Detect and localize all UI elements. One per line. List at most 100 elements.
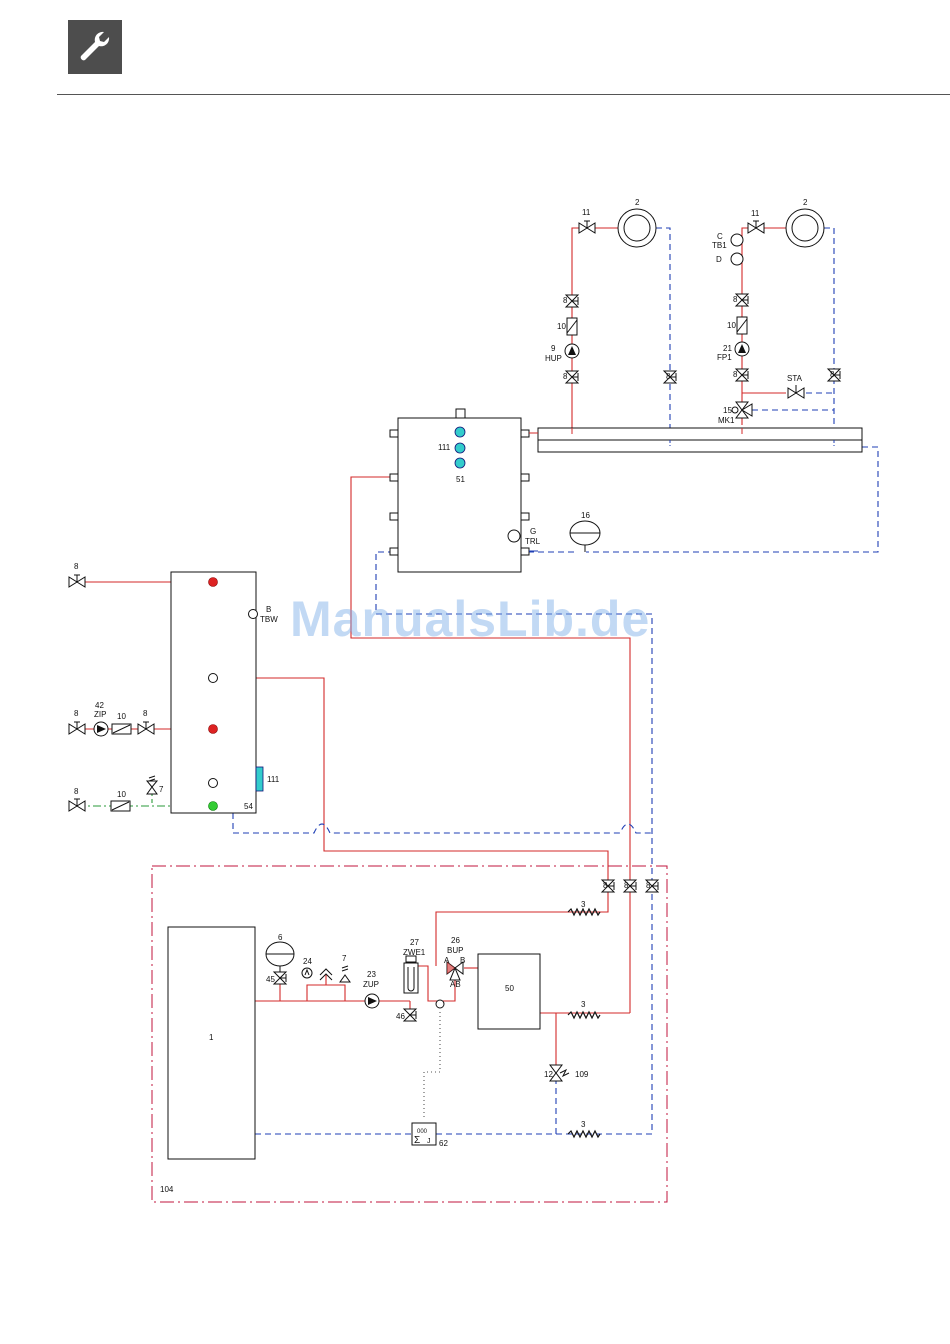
heat-meter-62: 000 Σ J — [412, 1123, 436, 1146]
label-10b: 10 — [727, 321, 736, 330]
label-15: 15 — [723, 406, 732, 415]
label-54: 54 — [244, 802, 253, 811]
label-8g: 8 — [74, 562, 79, 571]
label-23: 23 — [367, 970, 376, 979]
label-10a: 10 — [557, 322, 566, 331]
label-8d: 8 — [733, 295, 738, 304]
manifold-return — [538, 440, 862, 452]
label-45: 45 — [266, 975, 275, 984]
label-8m: 8 — [646, 881, 651, 890]
label-zwe1: ZWE1 — [403, 948, 426, 957]
label-g: G — [530, 527, 536, 536]
expansion-vessel-16 — [570, 521, 600, 552]
label-8l: 8 — [624, 881, 629, 890]
pump-zup — [365, 994, 379, 1008]
valve-8-c1-top — [566, 295, 578, 307]
label-b: B — [266, 605, 271, 614]
label-3a: 3 — [581, 900, 586, 909]
label-hup: HUP — [545, 354, 562, 363]
label-6: 6 — [278, 933, 283, 942]
label-50: 50 — [505, 984, 514, 993]
label-tb1: TB1 — [712, 241, 727, 250]
label-1: 1 — [209, 1033, 214, 1042]
label-21: 21 — [723, 344, 732, 353]
heat-pump-1 — [168, 927, 255, 1159]
radiator-2 — [786, 209, 824, 247]
sensor-46 — [436, 1000, 444, 1008]
label-27: 27 — [410, 938, 419, 947]
label-mk1: MK1 — [718, 416, 735, 425]
label-42: 42 — [95, 701, 104, 710]
label-12: 12 — [544, 1070, 553, 1079]
valve-8-cold — [69, 799, 85, 811]
label-10c: 10 — [117, 712, 126, 721]
sensor-d — [731, 253, 743, 265]
label-51: 51 — [456, 475, 465, 484]
label-109: 109 — [575, 1070, 589, 1079]
label-c: C — [717, 232, 723, 241]
valve-45 — [274, 972, 286, 984]
valve-11-b — [748, 221, 764, 233]
label-8f: 8 — [830, 370, 835, 379]
label-10d: 10 — [117, 790, 126, 799]
dhw-port-hot — [209, 578, 218, 587]
pump-fp1 — [735, 342, 749, 356]
pump-zip — [94, 722, 108, 736]
label-b-port: B — [460, 956, 465, 965]
label-104: 104 — [160, 1185, 174, 1194]
label-8h: 8 — [74, 709, 79, 718]
expansion-vessel-6 — [266, 942, 294, 972]
label-8i: 8 — [143, 709, 148, 718]
valve-8-c2-top — [736, 294, 748, 306]
manifold-supply — [538, 428, 862, 440]
radiator-1 — [618, 209, 656, 247]
label-8k: 8 — [603, 881, 608, 890]
label-trl: TRL — [525, 537, 541, 546]
label-26: 26 — [451, 936, 460, 945]
dhw-tank-54 — [171, 572, 256, 813]
label-8c: 8 — [666, 372, 671, 381]
label-24: 24 — [303, 957, 312, 966]
sensor-tb1 — [731, 234, 743, 246]
manometer-24 — [302, 968, 312, 978]
svg-text:Σ: Σ — [414, 1135, 420, 1146]
label-2b: 2 — [803, 198, 808, 207]
label-a: A — [444, 956, 450, 965]
valve-8-zip-right — [138, 722, 154, 734]
buffer-tank-51 — [398, 418, 521, 572]
label-8e: 8 — [733, 370, 738, 379]
label-tbw: TBW — [260, 615, 278, 624]
label-8b: 8 — [563, 372, 568, 381]
valve-8-c1-bottom — [566, 371, 578, 383]
label-zip: ZIP — [94, 710, 106, 719]
sensor-trl — [508, 530, 520, 542]
pump-hup — [565, 344, 579, 358]
valve-8-zip-left — [69, 722, 85, 734]
valve-8-c2-bottom — [736, 369, 748, 381]
heating-element-2 — [455, 443, 465, 453]
dhw-port-supply — [209, 674, 218, 683]
heater-zwe1 — [404, 956, 418, 993]
watermark: ManualsLib.de — [290, 590, 650, 648]
label-sta: STA — [787, 374, 803, 383]
label-2a: 2 — [635, 198, 640, 207]
label-bup: BUP — [447, 946, 463, 955]
dhw-port-return — [209, 779, 218, 788]
label-9: 9 — [551, 344, 556, 353]
mixer-mk1 — [732, 402, 752, 418]
label-111a: 111 — [438, 443, 451, 452]
flex-hose-3-c — [568, 1131, 600, 1137]
safety-valve-7-hp — [340, 966, 350, 982]
label-11b: 11 — [751, 209, 760, 218]
label-46: 46 — [396, 1012, 405, 1021]
label-8a: 8 — [563, 296, 568, 305]
heating-element-1 — [455, 427, 465, 437]
label-62: 62 — [439, 1139, 448, 1148]
dhw-heater-111 — [256, 767, 263, 791]
sensor-tbw — [249, 610, 258, 619]
dhw-port-circulation — [209, 725, 218, 734]
label-7b: 7 — [342, 954, 347, 963]
label-ab: AB — [450, 980, 461, 989]
heating-element-3 — [455, 458, 465, 468]
